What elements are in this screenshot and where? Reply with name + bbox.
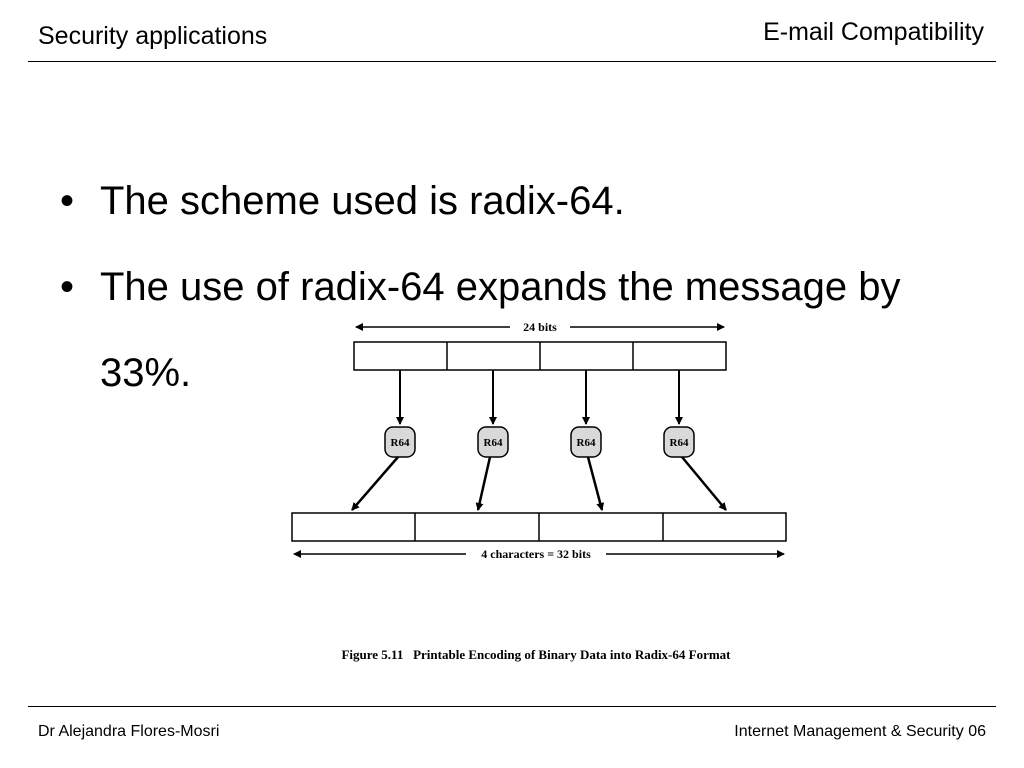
bullet-list: • The scheme used is radix-64. • The use… <box>60 172 960 442</box>
header-divider <box>28 61 996 62</box>
bullet-marker: • <box>60 179 75 223</box>
radix64-diagram: 24 bits R64 R64 R64 R64 <box>291 319 787 662</box>
slide-title: E-mail Compatibility <box>763 18 984 46</box>
course-name: Internet Management & Security 06 <box>734 723 986 740</box>
figure-caption: Figure 5.11 Printable Encoding of Binary… <box>341 647 731 662</box>
bullet-marker: • <box>60 265 75 309</box>
radix64-figure: 24 bits R64 R64 R64 R64 <box>270 310 810 670</box>
output-arrow <box>475 456 492 511</box>
bullet-item-1: • The scheme used is radix-64. <box>60 172 960 230</box>
r64-node <box>384 426 416 458</box>
r64-node <box>663 426 695 458</box>
r64-node <box>477 426 509 458</box>
r64-node-label: R64 <box>670 437 689 449</box>
bottom-label-bg <box>466 546 606 562</box>
top-dimension-label: 24 bits <box>523 320 557 334</box>
r64-node-label: R64 <box>391 437 410 449</box>
footer-divider <box>28 706 996 707</box>
bullet-text: The use of radix-64 expands the message … <box>100 265 901 395</box>
output-arrow <box>351 456 399 511</box>
output-arrow <box>586 456 605 511</box>
bullet-text: The scheme used is radix-64. <box>100 179 625 223</box>
r64-node <box>570 426 602 458</box>
r64-node-label: R64 <box>484 437 503 449</box>
bottom-dimension-label: 4 characters = 32 bits <box>481 547 591 561</box>
r64-node-label: R64 <box>577 437 596 449</box>
top-label-bg <box>510 319 570 335</box>
bullet-item-2: • The use of radix-64 expands the messag… <box>60 244 960 416</box>
section-title: Security applications <box>38 22 268 50</box>
output-arrow <box>681 456 727 511</box>
author-name: Dr Alejandra Flores-Mosri <box>38 723 220 740</box>
